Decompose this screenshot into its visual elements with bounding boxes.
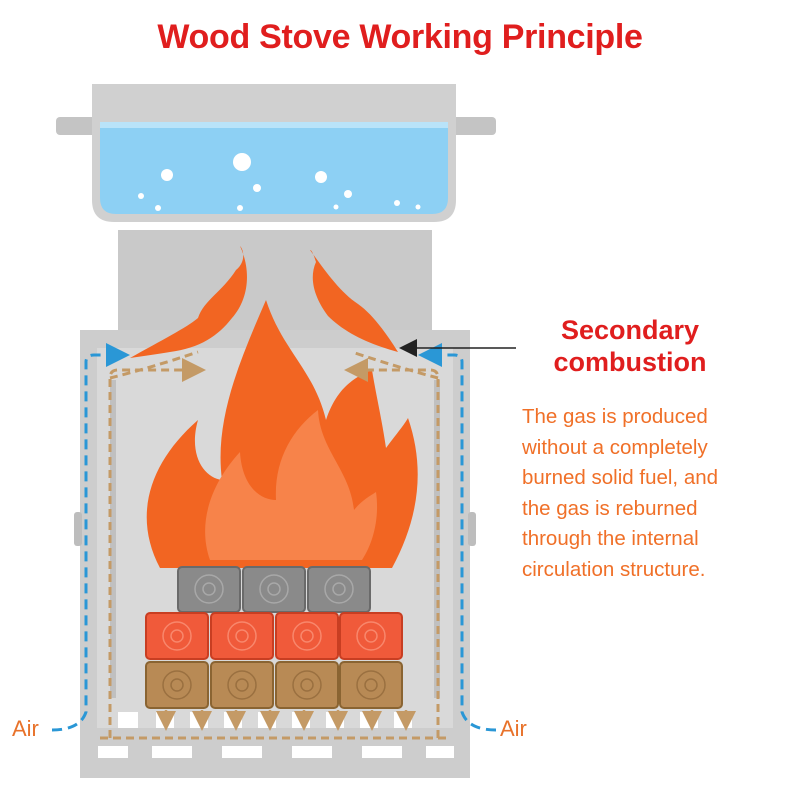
log-icon bbox=[145, 661, 209, 709]
air-label-right: Air bbox=[500, 716, 527, 741]
air-label-left: Air bbox=[12, 716, 39, 741]
secondary-combustion-description: The gas is produced without a completely… bbox=[522, 402, 797, 585]
log-icon bbox=[275, 612, 339, 660]
diagram-title: Wood Stove Working Principle bbox=[157, 18, 643, 56]
description-line: the gas is reburned bbox=[522, 496, 698, 520]
log-icon bbox=[242, 566, 306, 613]
pot-icon bbox=[56, 84, 496, 222]
log-icon bbox=[177, 566, 241, 613]
heading-line: Secondary bbox=[560, 315, 700, 345]
description-line: without a completely bbox=[522, 435, 708, 459]
log-icon bbox=[275, 661, 339, 709]
gas-down-arrows bbox=[156, 710, 416, 731]
description-line: The gas is produced bbox=[522, 405, 708, 428]
air-flow-arrow-icon bbox=[51, 343, 497, 732]
description-line: circulation structure. bbox=[522, 557, 706, 581]
heading-line: combustion bbox=[553, 347, 707, 377]
log-icon bbox=[307, 566, 371, 613]
log-icon bbox=[339, 612, 403, 660]
log-icon bbox=[339, 661, 403, 709]
gas-circulation-path bbox=[100, 350, 448, 740]
flame-icon bbox=[146, 300, 418, 568]
secondary-flame-icon bbox=[130, 246, 398, 358]
log-icon bbox=[145, 612, 209, 660]
log-icon bbox=[210, 612, 274, 660]
secondary-combustion-heading: Secondary combustion bbox=[520, 314, 740, 378]
log-stack bbox=[145, 566, 403, 709]
log-icon bbox=[210, 661, 274, 709]
description-line: through the internal bbox=[522, 527, 699, 550]
description-line: burned solid fuel, and bbox=[522, 466, 719, 489]
water-bubbles-icon bbox=[138, 153, 421, 211]
